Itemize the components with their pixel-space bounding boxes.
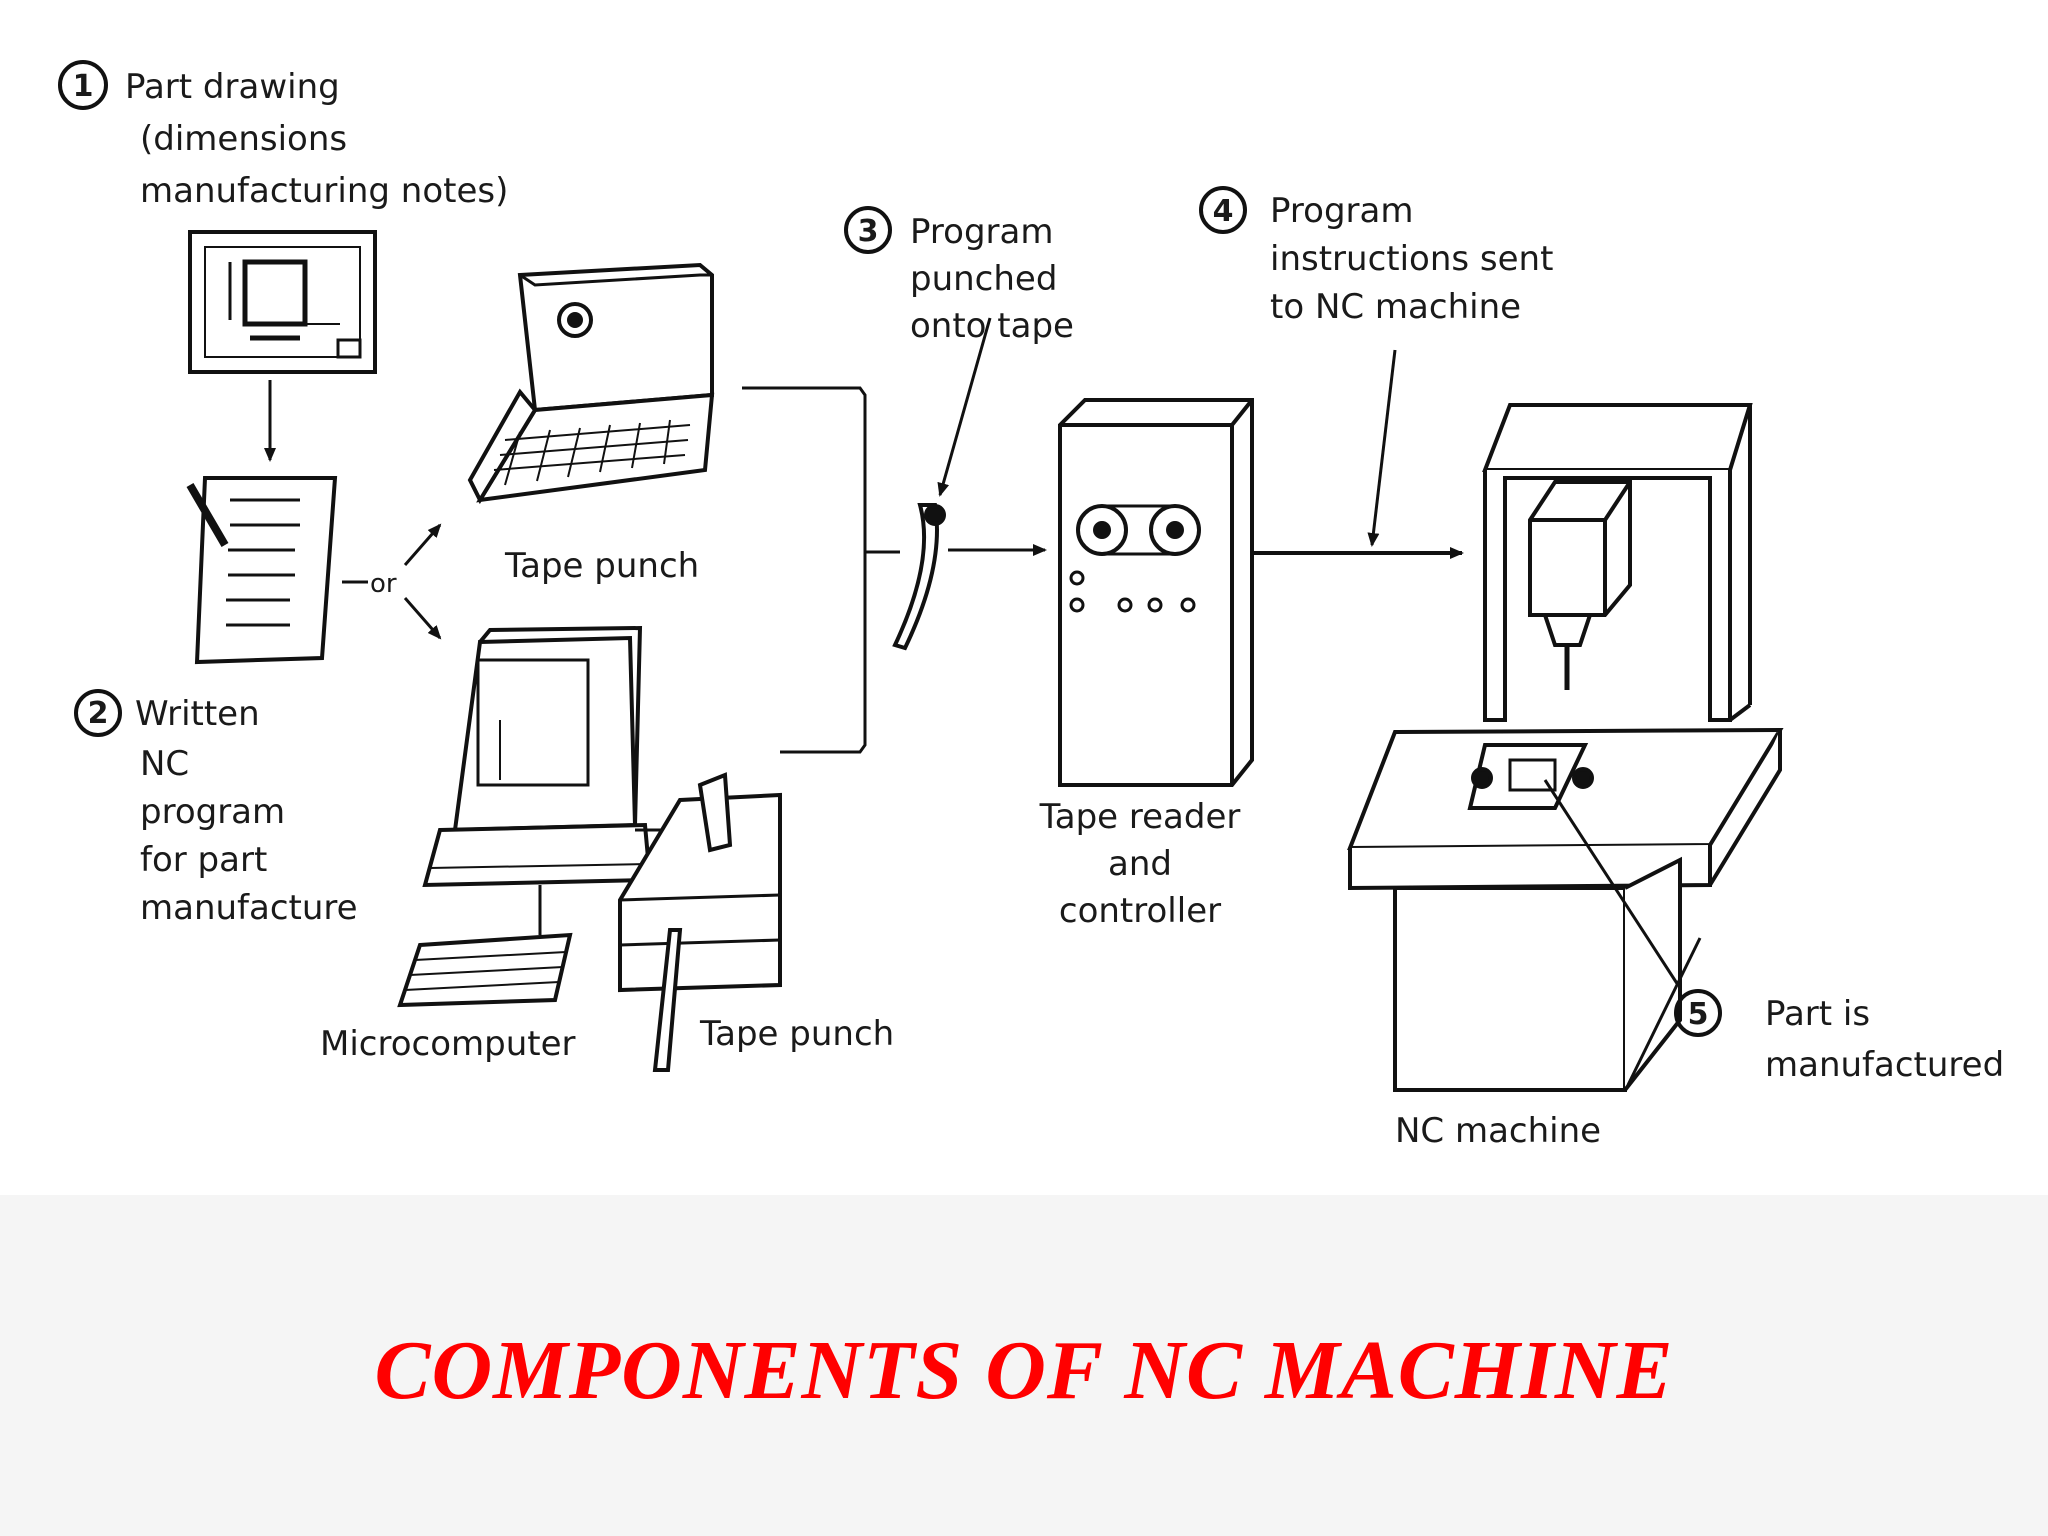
step-2-line-3: program <box>140 792 285 832</box>
step-3-line-2: punched <box>910 259 1057 299</box>
tape-punch-top-icon <box>467 262 715 505</box>
part-drawing-icon <box>188 230 377 374</box>
step-3-pointer <box>937 317 992 497</box>
tape-reader-label-line-3: controller <box>1059 891 1221 931</box>
step-4-line-1: Program <box>1270 191 1413 231</box>
step-5-line-1: Part is <box>1765 994 1870 1034</box>
step-3-number-circle <box>844 206 892 254</box>
step-5-pointer-b <box>1626 937 1702 1086</box>
step-2-line-1: Written <box>135 694 260 734</box>
step-4-line-3: to NC machine <box>1270 287 1521 327</box>
step-4-number: 4 <box>1213 194 1234 229</box>
step-1: 1 Part drawing (dimensions manufacturing… <box>58 60 508 211</box>
tape-reader-label-line-2: and <box>1108 844 1172 884</box>
tape-punch-bottom-icon <box>618 772 782 1072</box>
or-label: or <box>370 569 397 599</box>
punch-connector <box>742 386 900 754</box>
step-5-line-2: manufactured <box>1765 1045 2004 1085</box>
nc-machine-icon <box>1347 403 1784 1092</box>
microcomputer-icon <box>397 625 680 1008</box>
nc-process-diagram: 1 Part drawing (dimensions manufacturing… <box>58 60 2004 1151</box>
or-branch: or <box>342 523 442 640</box>
step-4-pointer <box>1367 349 1397 547</box>
tape-punch-bottom-label: Tape punch <box>699 1014 894 1054</box>
step-3-line-1: Program <box>910 212 1053 252</box>
step-1-line-3: manufacturing notes) <box>140 171 508 211</box>
nc-machine-label: NC machine <box>1395 1111 1601 1151</box>
punched-tape-icon <box>892 503 946 651</box>
title-band: COMPONENTS OF NC MACHINE <box>0 1195 2048 1536</box>
step-3-line-3: onto tape <box>910 306 1074 346</box>
microcomputer-label: Microcomputer <box>320 1024 576 1064</box>
written-program-icon <box>186 476 338 665</box>
step-2: 2 Written NC program for part manufactur… <box>74 689 358 928</box>
step-5-pointer-a <box>1543 779 1680 986</box>
step-4-line-2: instructions sent <box>1270 239 1553 279</box>
step-1-line-2: (dimensions <box>140 119 347 159</box>
step-2-line-5: manufacture <box>140 888 358 928</box>
step-2-number-circle <box>74 689 122 737</box>
tape-punch-top-label: Tape punch <box>504 546 699 586</box>
step-4-number-circle <box>1199 186 1247 234</box>
slide-title: COMPONENTS OF NC MACHINE <box>374 1324 1674 1417</box>
tape-reader-icon <box>1058 398 1254 787</box>
step-3-number: 3 <box>858 214 879 249</box>
step-1-number-circle <box>58 60 108 110</box>
step-2-number: 2 <box>88 696 109 731</box>
step-4: 4 Program instructions sent to NC machin… <box>1199 186 1553 327</box>
step-2-line-2: NC <box>140 744 189 784</box>
step-5-number-circle <box>1674 989 1722 1037</box>
tape-reader-label-line-1: Tape reader <box>1039 797 1241 837</box>
step-5-number: 5 <box>1688 997 1709 1032</box>
step-2-line-4: for part <box>140 840 267 880</box>
step-5: 5 Part is manufactured <box>1674 989 2004 1085</box>
step-3: 3 Program punched onto tape <box>844 206 1074 346</box>
step-1-line-1: Part drawing <box>125 67 340 107</box>
tape-reader-label: Tape reader and controller <box>1039 797 1241 931</box>
step-1-number: 1 <box>73 69 94 104</box>
